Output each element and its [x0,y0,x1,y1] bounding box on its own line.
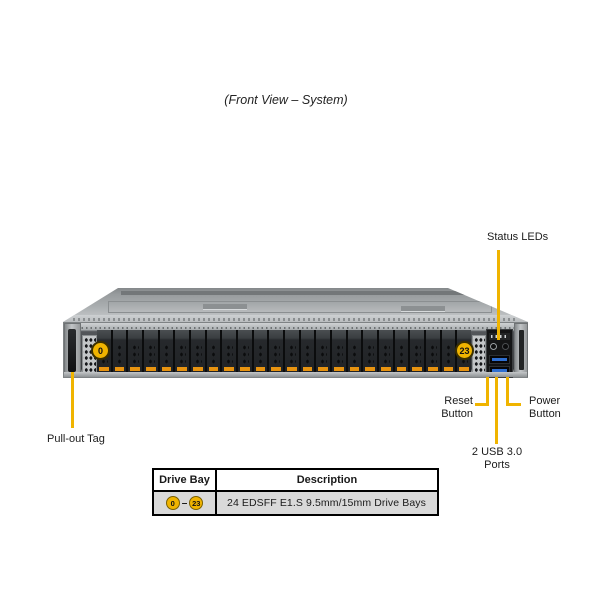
table-header-drive-bay: Drive Bay [154,470,217,490]
drive-bay [144,330,158,374]
bay-range-dash: – [181,497,188,509]
drive-bay [285,330,299,374]
usb-ports-label-line2: Ports [484,459,510,471]
screw-dot-strip [68,327,523,329]
status-leds-callout-line [497,250,500,340]
right-ear-slot [519,330,524,370]
bay-start-badge: 0 [165,496,180,510]
reset-button-callout-elbow [475,403,489,406]
usb-3-port-1 [489,355,510,364]
power-button-callout-elbow [506,403,521,406]
figure-title: (Front View – System) [224,93,348,107]
drive-bay [191,330,205,374]
power-button-label: Power Button [529,395,599,421]
server-chassis: 0 23 [63,288,528,379]
drive-bay [159,330,174,374]
usb-ports-label-line1: 2 USB 3.0 [471,446,523,458]
power-button-callout-line [506,377,509,406]
bay-end-badge: 23 [189,496,204,510]
front-top-rail [64,323,527,330]
table-header-description: Description [296,474,358,486]
drive-bay-array [97,330,472,374]
right-rack-ear [514,323,528,377]
usb-ports-callout-line [495,377,498,444]
drive-bay-0-badge: 0 [91,341,110,360]
drive-bay-23-badge: 23 [455,341,474,360]
drive-bay [316,330,331,374]
table-row: 0 – 23 24 EDSFF E1.S 9.5mm/15mm Drive Ba… [154,492,437,514]
power-button-label-line2: Button [529,408,561,420]
drive-bay [300,330,315,374]
top-cover-handle-cutout [401,306,445,312]
front-bottom-rail [64,372,527,377]
power-button [502,343,509,350]
drive-bay [441,330,456,374]
drive-bay [112,330,127,374]
drive-bay [363,330,378,374]
chassis-front-panel: 0 23 [63,322,528,378]
pull-out-tag-callout-line [71,372,74,428]
drive-bay [332,330,346,374]
top-cover-handle-cutout [203,304,247,310]
drive-bay [253,330,268,374]
chassis-top-cover [63,288,528,322]
reset-button-label: Reset Button [403,395,473,421]
drive-bay [238,330,252,374]
table-cell-drive-bay: 0 – 23 [154,492,217,514]
drive-bay [269,330,284,374]
reset-button-label-line2: Button [441,408,473,420]
drive-bay [206,330,221,374]
right-vent-grid [472,335,486,373]
table-header-row: Drive Bay Description [154,470,437,492]
top-cover-serration [73,318,518,321]
left-rack-ear [64,323,81,377]
pull-out-tag [68,329,76,372]
drive-bay [175,330,190,374]
reset-button-callout-line [486,377,489,406]
drive-bay [347,330,362,374]
top-cover-recess [121,291,466,295]
drive-bay [379,330,393,374]
status-leds-label: Status LEDs [487,231,549,243]
drive-bay [222,330,237,374]
drive-bay [394,330,409,374]
drive-bay [410,330,425,374]
reset-button-label-line1: Reset [444,395,473,407]
power-button-label-line1: Power [529,395,561,407]
reset-button [490,343,497,350]
usb-ports-label: 2 USB 3.0 Ports [447,446,547,472]
drive-bay [426,330,440,374]
drive-bay-table: Drive Bay Description 0 – 23 24 EDSFF E1… [152,468,439,516]
pull-out-tag-label: Pull-out Tag [47,433,105,445]
drive-bay [128,330,143,374]
table-cell-description: 24 EDSFF E1.S 9.5mm/15mm Drive Bays [227,497,426,509]
